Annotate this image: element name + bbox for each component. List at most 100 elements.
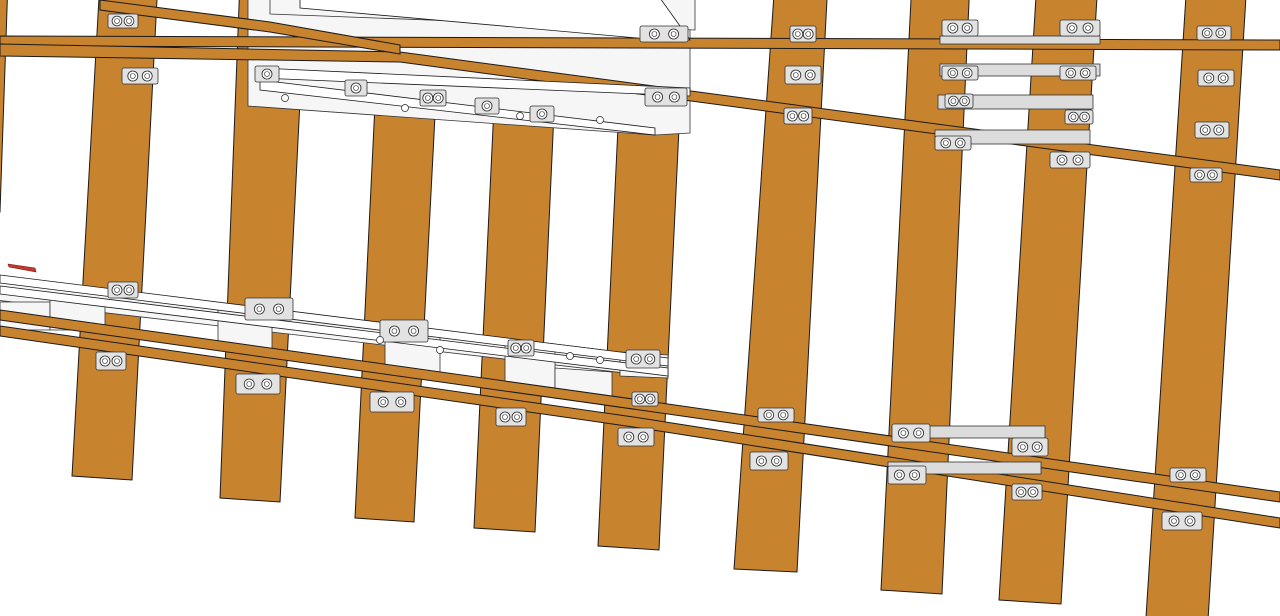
switch-blade xyxy=(0,274,669,367)
bolt-icon xyxy=(1207,169,1218,181)
bolt-icon xyxy=(395,396,407,408)
rail-chair-icon xyxy=(507,339,535,357)
bolt-icon xyxy=(763,409,775,421)
rail xyxy=(0,325,1280,529)
rail-chair-icon xyxy=(941,19,979,37)
bolt-icon xyxy=(511,411,523,423)
rail-chair-icon xyxy=(617,427,655,447)
bolt-icon xyxy=(777,409,789,421)
rail-chair-icon xyxy=(121,67,159,85)
bolt-icon xyxy=(243,378,255,390)
bolt-icon xyxy=(536,108,548,120)
rail xyxy=(99,0,401,55)
rail-chair-icon xyxy=(107,281,139,299)
sleeper xyxy=(998,0,1098,605)
rail-chair-icon xyxy=(95,351,127,371)
bolt-icon xyxy=(281,94,289,102)
rail-chair-icon xyxy=(1194,121,1230,139)
bolt-icon xyxy=(111,355,123,367)
bolt-icon xyxy=(961,22,973,34)
sleeper xyxy=(0,0,8,213)
bolt-icon xyxy=(961,67,973,79)
bolt-icon xyxy=(432,92,444,104)
sleeper xyxy=(733,0,828,573)
bolt-icon xyxy=(436,346,444,354)
bolt-icon xyxy=(408,325,420,337)
rail-chair-icon xyxy=(757,407,795,423)
rail-chair-icon xyxy=(529,105,555,123)
rail-chair-icon xyxy=(1059,65,1097,81)
bolt-icon xyxy=(1199,124,1211,136)
bolt-icon xyxy=(1082,22,1094,34)
sleeper xyxy=(880,0,970,595)
bolt-icon xyxy=(516,112,524,120)
bolt-icon xyxy=(1066,22,1078,34)
bolt-icon xyxy=(111,15,123,27)
rail-chair-icon xyxy=(1197,69,1235,87)
bolt-icon xyxy=(376,336,384,344)
bolt-icon xyxy=(771,455,782,467)
bolt-icon xyxy=(1072,154,1084,166)
bolt-icon xyxy=(388,325,400,337)
bolt-icon xyxy=(261,378,273,390)
rail-chair-icon xyxy=(244,297,294,321)
bolt-icon xyxy=(123,284,135,296)
bolt-icon xyxy=(111,284,123,296)
rail-chair-icon xyxy=(419,89,447,107)
bolt-icon xyxy=(1068,111,1079,123)
bolt-icon xyxy=(1017,441,1029,453)
bolt-icon xyxy=(668,28,679,40)
rail-chair-icon xyxy=(644,87,688,107)
bolt-icon xyxy=(756,455,767,467)
bolt-icon xyxy=(898,427,909,439)
bolt-icon xyxy=(1056,154,1068,166)
bolt-icon xyxy=(1203,72,1215,84)
sleeper xyxy=(1145,0,1247,616)
bolt-icon xyxy=(510,342,522,354)
bolt-icon xyxy=(798,110,809,122)
end-marker-icon xyxy=(7,263,37,273)
bolt-icon xyxy=(959,95,970,107)
bolt-icon xyxy=(954,137,966,149)
rail-chair-icon xyxy=(891,423,931,443)
rail-chair-icon xyxy=(639,25,689,43)
bolt-icon xyxy=(520,342,532,354)
bolt-icon xyxy=(894,469,905,481)
bolt-icon xyxy=(652,91,663,103)
rail-chair-icon xyxy=(1011,483,1043,501)
rail-chair-icon xyxy=(941,65,979,81)
bolt-icon xyxy=(350,82,362,94)
rail-chair-icon xyxy=(784,65,822,85)
bolt-icon xyxy=(940,137,952,149)
chairs-layer xyxy=(95,13,1235,531)
bolt-icon xyxy=(630,353,642,365)
bolt-icon xyxy=(1184,515,1196,527)
bolt-icon xyxy=(596,356,604,364)
bolt-icon xyxy=(802,28,814,40)
rail-chair-icon xyxy=(369,391,415,413)
bolt-icon xyxy=(913,427,924,439)
bolt-icon xyxy=(787,110,798,122)
rail-chair-icon xyxy=(344,79,368,97)
fishplate-icon xyxy=(939,35,1101,45)
bolt-icon xyxy=(634,393,646,405)
bolt-icon xyxy=(637,431,649,443)
bolt-icon xyxy=(947,22,959,34)
bolt-icon xyxy=(1189,469,1201,481)
bolt-icon xyxy=(127,70,139,82)
bolt-icon xyxy=(1015,486,1027,498)
bolt-icon xyxy=(422,92,434,104)
rail-chair-icon xyxy=(235,373,281,395)
bolt-icon xyxy=(1027,486,1039,498)
bolt-icon xyxy=(481,100,493,112)
bolt-icon xyxy=(273,303,285,315)
bolt-icon xyxy=(401,104,409,112)
bolt-icon xyxy=(1175,469,1187,481)
bolt-icon xyxy=(792,28,804,40)
bolt-icon xyxy=(566,352,574,360)
bolt-icon xyxy=(123,15,135,27)
bolt-icon xyxy=(669,91,680,103)
rail-chair-icon xyxy=(1059,19,1101,37)
rail-chair-icon xyxy=(934,135,972,151)
